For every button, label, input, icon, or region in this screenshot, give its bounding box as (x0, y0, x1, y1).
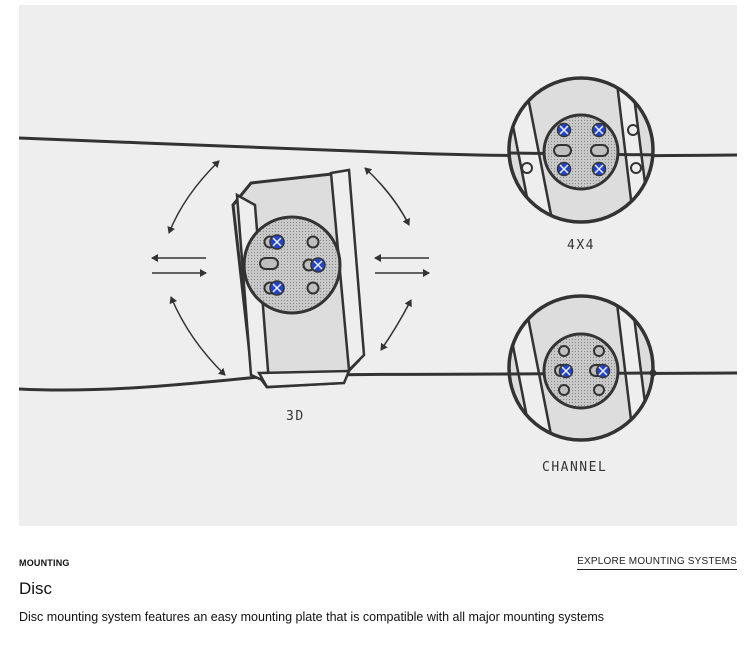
section-label: MOUNTING (19, 558, 70, 568)
label-4x4: 4X4 (567, 238, 595, 253)
label-3d: 3D (286, 409, 305, 424)
binding-3d: 3D (151, 160, 430, 424)
detail-channel: CHANNEL (507, 294, 657, 475)
disc-3d-screws (269, 234, 326, 296)
mounting-diagram: 3D (19, 76, 737, 475)
label-channel: CHANNEL (542, 460, 607, 475)
feature-description: Disc mounting system features an easy mo… (19, 610, 604, 624)
detail-4x4: 4X4 (507, 76, 655, 253)
explore-mounting-systems-link[interactable]: EXPLORE MOUNTING SYSTEMS (577, 556, 737, 570)
feature-title: Disc (19, 579, 53, 598)
adjustment-arrows (151, 160, 430, 376)
mounting-illustration: 3D (19, 5, 737, 526)
disc-4x4-screws (556, 122, 607, 177)
disc-channel-screws (558, 363, 611, 379)
